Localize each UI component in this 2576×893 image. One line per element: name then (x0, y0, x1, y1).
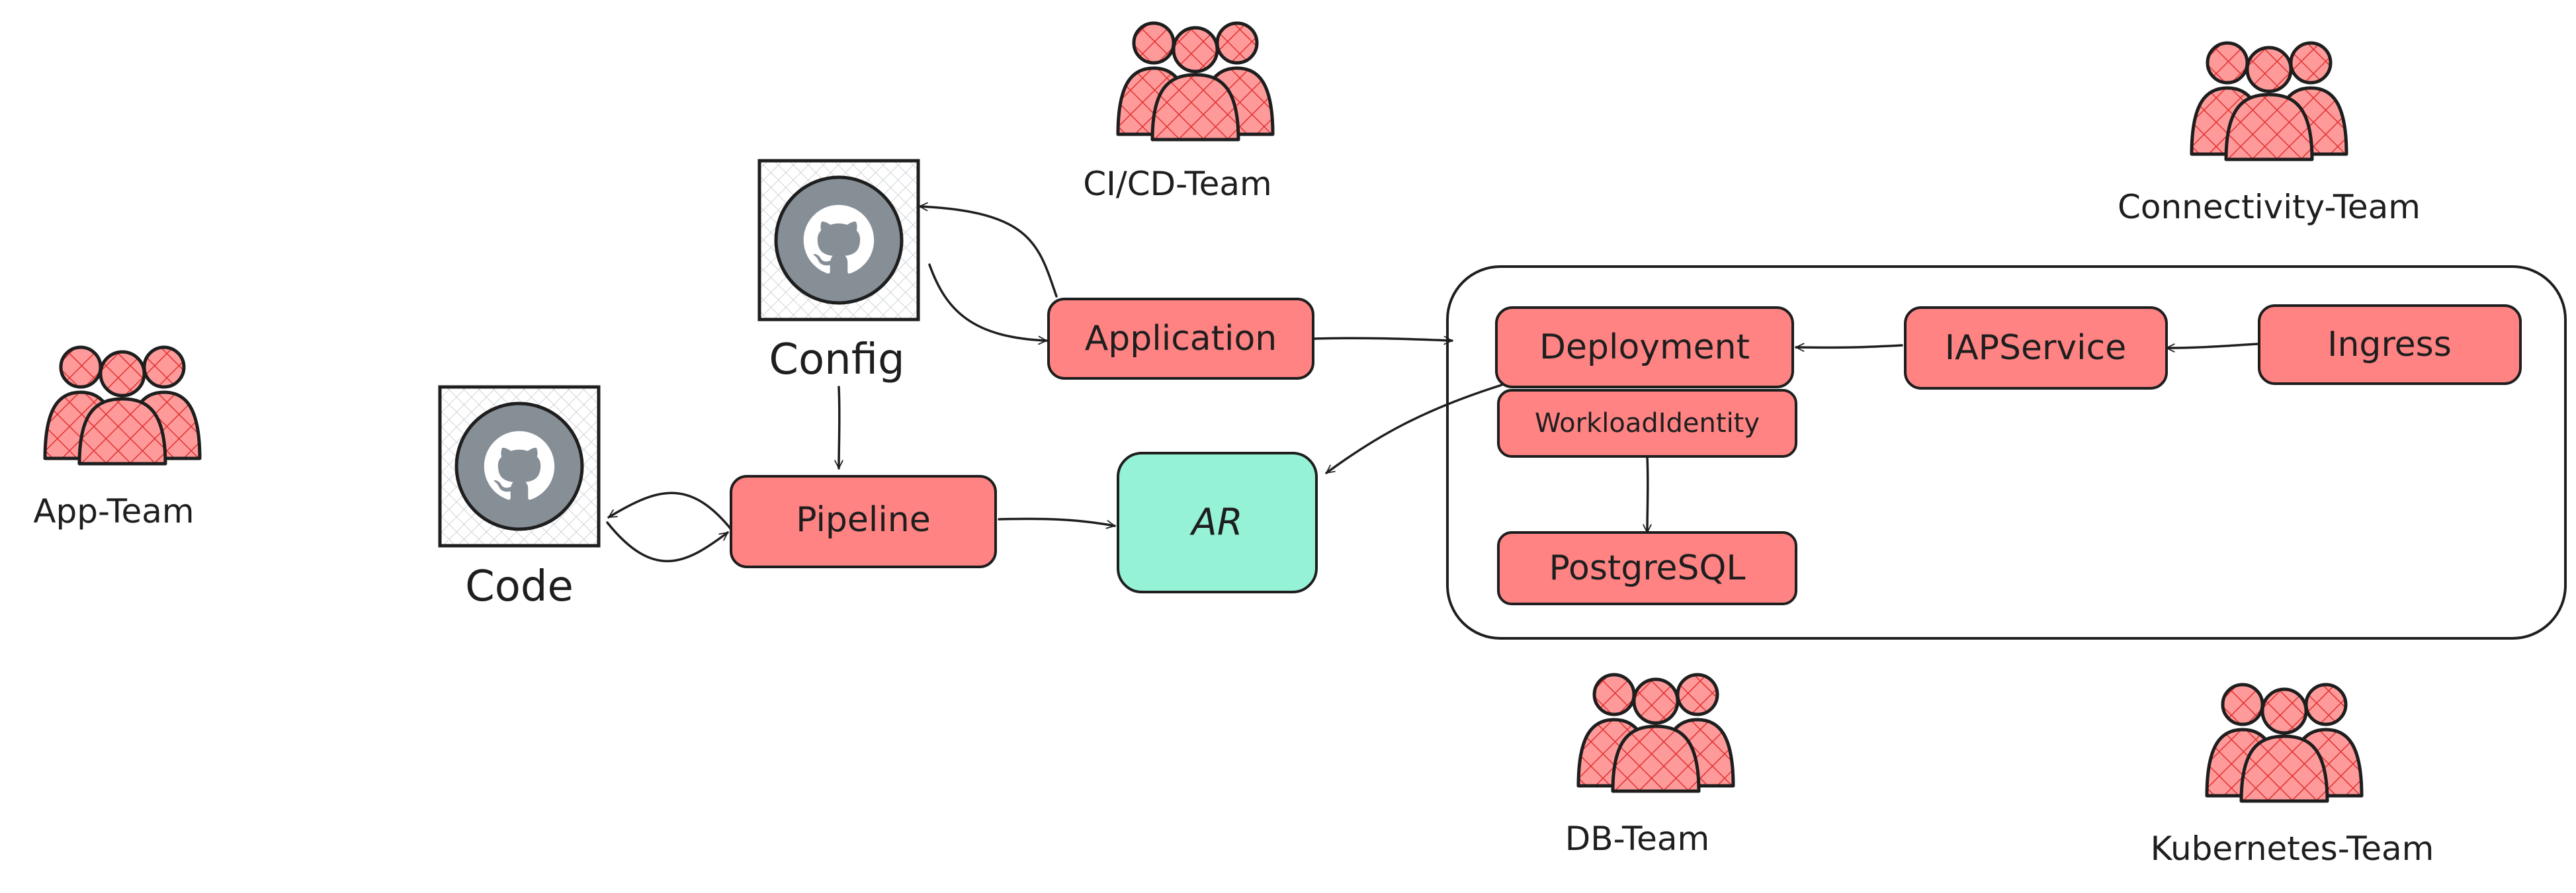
people-group-icon (1578, 675, 1733, 791)
config-repo-label: Config (769, 335, 904, 384)
code-repo[interactable]: Code (438, 385, 601, 611)
edge-application-to-cluster (1312, 338, 1453, 341)
ingress-label: Ingress (2327, 325, 2452, 364)
edge-config-to-application (928, 263, 1048, 341)
team-app: App-Team (33, 347, 200, 531)
team-cicd-label: CI/CD-Team (1083, 165, 1272, 203)
edge-pipeline-to-code (607, 491, 732, 531)
code-repo-label: Code (465, 562, 574, 611)
people-group-icon (45, 347, 200, 464)
team-kubernetes-label: Kubernetes-Team (2151, 829, 2434, 868)
pipeline-box[interactable]: Pipeline (730, 475, 997, 568)
team-cicd: CI/CD-Team (1083, 23, 1273, 203)
edge-ingress-to-iapservice (2165, 343, 2258, 348)
people-group-icon (2192, 43, 2346, 159)
team-connectivity: Connectivity-Team (2118, 43, 2421, 226)
workload-identity-box[interactable]: WorkloadIdentity (1497, 389, 1797, 458)
postgresql-label: PostgreSQL (1549, 548, 1746, 588)
team-app-label: App-Team (33, 492, 194, 531)
people-group-icon (2207, 685, 2362, 801)
application-label: Application (1085, 319, 1277, 359)
iap-service-box[interactable]: IAPService (1904, 306, 2168, 390)
edge-workloadidentity-to-postgresql (1647, 455, 1648, 534)
edge-code-to-pipeline (606, 521, 729, 562)
pipeline-label: Pipeline (796, 500, 931, 540)
edge-pipeline-to-ar (998, 517, 1115, 526)
postgresql-box[interactable]: PostgreSQL (1497, 531, 1797, 605)
ar-label: AR (1189, 501, 1242, 544)
config-repo[interactable]: Config (757, 159, 920, 384)
ingress-box[interactable]: Ingress (2258, 304, 2522, 385)
edge-iapservice-to-deployment (1795, 345, 1903, 347)
cluster-boundary (1446, 265, 2567, 640)
application-box[interactable]: Application (1047, 298, 1314, 380)
people-group-icon (1118, 23, 1273, 140)
deployment-box[interactable]: Deployment (1495, 306, 1794, 388)
team-connectivity-label: Connectivity-Team (2118, 188, 2421, 226)
edge-deployment-to-ar (1325, 384, 1503, 474)
team-db-label: DB-Team (1565, 820, 1709, 858)
edge-application-to-config (918, 206, 1058, 298)
team-kubernetes: Kubernetes-Team (2151, 685, 2434, 868)
deployment-label: Deployment (1539, 327, 1750, 367)
team-db: DB-Team (1565, 675, 1733, 858)
workload-identity-label: WorkloadIdentity (1535, 408, 1760, 439)
edges (606, 206, 2258, 562)
ar-box[interactable]: AR (1117, 452, 1318, 593)
iap-service-label: IAPService (1945, 328, 2126, 368)
